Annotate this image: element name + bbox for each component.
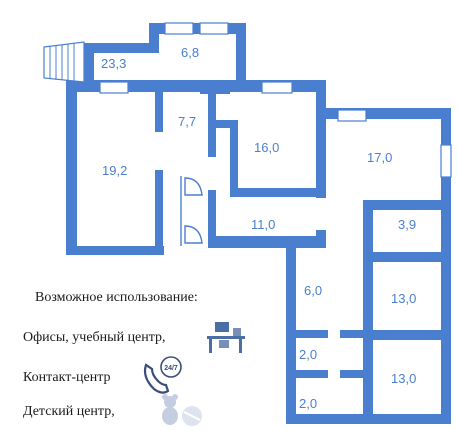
wall [363, 330, 451, 340]
wall [363, 252, 451, 262]
room-area-label: 3,9 [398, 217, 416, 232]
window [99, 81, 129, 94]
wall [66, 80, 326, 92]
room-area-label: 17,0 [367, 150, 392, 165]
window [199, 22, 229, 35]
usage-offices: Офисы, учебный центр, [23, 330, 166, 345]
wall [66, 246, 164, 255]
window [337, 109, 367, 122]
wall [236, 23, 246, 88]
wall [230, 188, 325, 197]
wall [340, 370, 363, 378]
wall [149, 23, 159, 50]
wall [208, 236, 326, 248]
wall [286, 248, 296, 424]
room-area-label: 13,0 [391, 291, 416, 306]
teddy-bear-icon [162, 394, 202, 426]
room-area-label: 13,0 [391, 371, 416, 386]
badge-text: 24/7 [164, 365, 178, 372]
room-areas: 23,3 6,8 7,7 19,2 16,0 11,0 17,0 3,9 6,0… [101, 45, 416, 411]
balcony [43, 41, 85, 83]
usage-heading: Возможное использование: [35, 290, 198, 305]
wall [149, 23, 245, 34]
room-area-label: 23,3 [101, 56, 126, 71]
window [164, 22, 194, 35]
wc-fixtures [180, 176, 203, 246]
wall [316, 80, 326, 198]
office-desk-icon [207, 322, 245, 353]
room-area-label: 19,2 [102, 163, 127, 178]
wall [363, 200, 451, 210]
room-area-label: 6,8 [181, 45, 199, 60]
wall [316, 230, 326, 248]
windows [99, 22, 452, 178]
wall [316, 108, 451, 119]
wall [441, 108, 451, 424]
wall [208, 190, 216, 247]
window [261, 81, 293, 94]
room-area-label: 2,0 [299, 396, 317, 411]
usage-kids: Детский центр, [23, 404, 115, 419]
wall [230, 120, 238, 195]
wall [66, 80, 77, 255]
room-area-label: 16,0 [254, 140, 279, 155]
room-area-label: 7,7 [178, 114, 196, 129]
usage-contact: Контакт-центр [23, 370, 111, 385]
phone-24-7-icon: 24/7 [143, 356, 182, 394]
wall [200, 82, 230, 94]
room-area-label: 6,0 [304, 283, 322, 298]
wall [155, 170, 163, 255]
room-area-label: 11,0 [251, 217, 275, 232]
wall [296, 370, 328, 378]
wall [363, 200, 373, 424]
wall [340, 330, 363, 338]
walls [66, 23, 451, 424]
wall [155, 92, 163, 132]
wall [84, 43, 159, 53]
wall [296, 330, 328, 338]
wall [208, 120, 236, 128]
wall [84, 43, 94, 83]
window [440, 144, 452, 178]
wall [286, 414, 451, 424]
room-area-label: 2,0 [299, 347, 317, 362]
